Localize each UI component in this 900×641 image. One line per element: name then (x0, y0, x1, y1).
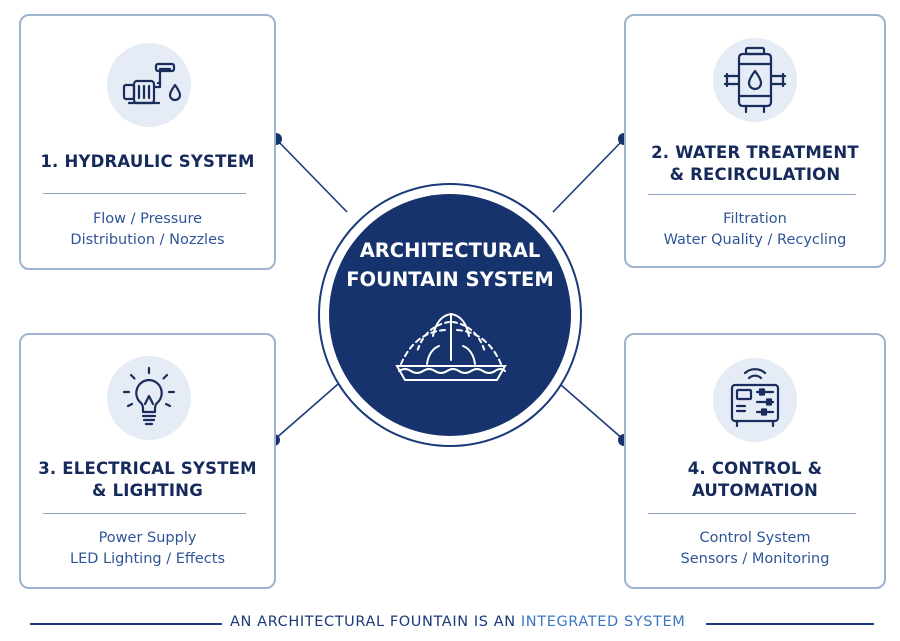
control-panel-icon (730, 368, 780, 428)
card-electrical-divider (43, 513, 246, 514)
heading-line-1: 3. ELECTRICAL SYSTEM (38, 459, 257, 478)
light-bulb-icon (122, 366, 176, 426)
connector-water-treatment (552, 138, 625, 213)
filter-tank-icon (723, 46, 787, 114)
card-electrical-details: Power Supply LED Lighting / Effects (21, 528, 274, 570)
card-control-divider (648, 513, 856, 514)
card-water-treatment-heading: 2. WATER TREATMENT & RECIRCULATION (626, 142, 884, 186)
detail-line-1: Control System (699, 530, 811, 546)
footer-rule-left (30, 623, 222, 625)
card-water-treatment-divider (648, 194, 856, 195)
connector-control (552, 377, 625, 441)
fountain-icon (395, 313, 507, 381)
control-panel-icon-disc (713, 358, 797, 442)
hub-title-line-2: FOUNTAIN SYSTEM (346, 268, 554, 291)
detail-line-1: Filtration (723, 211, 787, 227)
heading-line-2: & RECIRCULATION (669, 165, 841, 184)
detail-line-2: Distribution / Nozzles (70, 232, 225, 248)
pump-icon (122, 62, 182, 105)
connector-hydraulic (275, 138, 348, 213)
card-control-automation: 4. CONTROL & AUTOMATION Control System S… (624, 333, 886, 589)
light-bulb-icon-disc (107, 356, 191, 440)
hub-title-line-1: ARCHITECTURAL (359, 239, 541, 262)
card-electrical-heading: 3. ELECTRICAL SYSTEM & LIGHTING (21, 458, 274, 502)
detail-line-1: Power Supply (98, 530, 197, 546)
heading-line-1: 2. WATER TREATMENT (651, 143, 859, 162)
card-hydraulic-heading: 1. HYDRAULIC SYSTEM (21, 151, 274, 173)
detail-line-2: Sensors / Monitoring (680, 551, 830, 567)
pump-icon-disc (107, 43, 191, 127)
card-hydraulic-details: Flow / Pressure Distribution / Nozzles (21, 209, 274, 251)
heading-line-2: AUTOMATION (691, 481, 819, 500)
heading-line-1: 1. HYDRAULIC SYSTEM (40, 152, 255, 171)
card-water-treatment-details: Filtration Water Quality / Recycling (626, 209, 884, 251)
card-hydraulic-divider (43, 193, 246, 194)
connector-electrical (273, 377, 346, 441)
card-electrical-lighting: 3. ELECTRICAL SYSTEM & LIGHTING Power Su… (19, 333, 276, 589)
footer-text-main: AN ARCHITECTURAL FOUNTAIN IS AN (230, 614, 521, 630)
footer-text-accent: INTEGRATED SYSTEM (520, 614, 686, 630)
heading-line-1: 4. CONTROL & (687, 459, 823, 478)
filter-tank-icon-disc (713, 38, 797, 122)
card-control-details: Control System Sensors / Monitoring (626, 528, 884, 570)
detail-line-1: Flow / Pressure (92, 211, 203, 227)
footer-rule-right (706, 623, 874, 625)
detail-line-2: Water Quality / Recycling (663, 232, 847, 248)
heading-line-2: & LIGHTING (92, 481, 203, 500)
footer-caption: AN ARCHITECTURAL FOUNTAIN IS AN INTEGRAT… (230, 614, 685, 630)
card-water-treatment: 2. WATER TREATMENT & RECIRCULATION Filtr… (624, 14, 886, 268)
card-hydraulic-system: 1. HYDRAULIC SYSTEM Flow / Pressure Dist… (19, 14, 276, 270)
detail-line-2: LED Lighting / Effects (69, 551, 225, 567)
card-control-heading: 4. CONTROL & AUTOMATION (626, 458, 884, 502)
hub-title: ARCHITECTURAL FOUNTAIN SYSTEM (329, 236, 571, 294)
